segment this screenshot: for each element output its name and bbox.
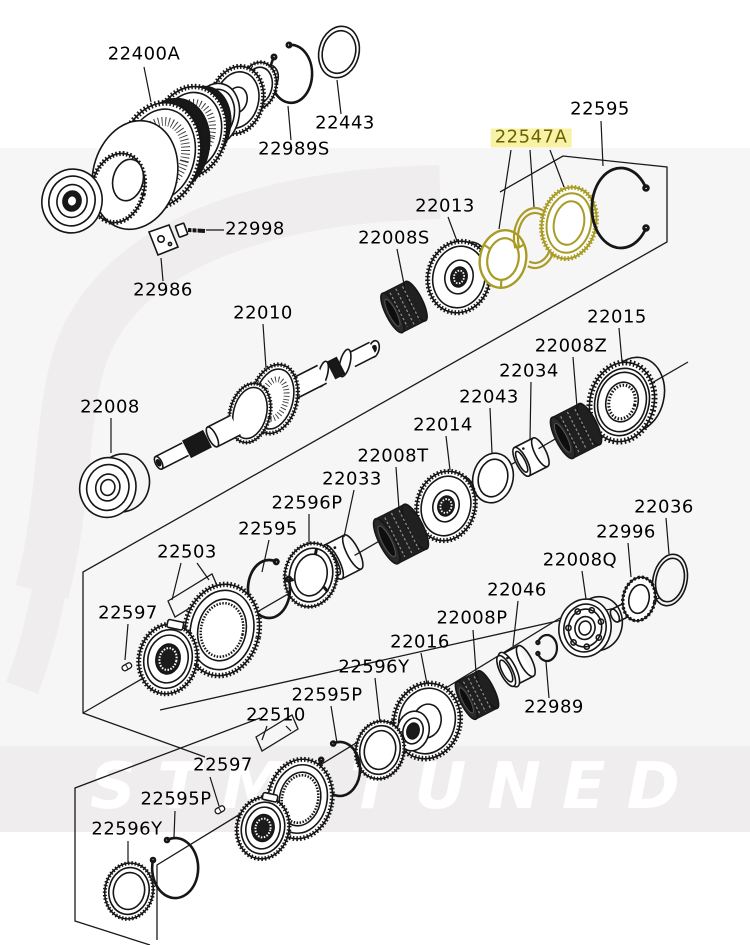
leader-line-22986 [160, 257, 164, 282]
part-22046-bushing [496, 644, 536, 688]
leader-line-22510 [285, 725, 292, 732]
cluster-front-bearing [41, 168, 103, 234]
leader-line-22014 [445, 435, 451, 471]
part-22010-input-shaft [153, 339, 381, 471]
panel-line-bottom [74, 717, 261, 945]
part-22043-washer [471, 452, 515, 504]
leader-line-22596Y [374, 677, 381, 723]
part-22008Z-needle-bearing [549, 402, 603, 460]
part-22008T-needle-bearing [372, 503, 430, 565]
leader-line-22016 [420, 652, 428, 685]
leader-line-22597 [124, 623, 129, 661]
leader-line-22547A [529, 149, 535, 208]
part-22008-ball-bearing [78, 453, 151, 519]
part-22986-stopper-bracket [147, 223, 180, 257]
part-22989-snap-ring [535, 633, 559, 663]
leader-line-22443 [336, 79, 342, 115]
part-22595-snap-ring-top [590, 166, 650, 250]
part-22597-pin-1 [121, 662, 133, 672]
part-22400A-gear-cluster [41, 60, 280, 234]
leader-line-22008S [396, 248, 405, 285]
part-22996-spacer [609, 575, 658, 623]
part-22013-gear [425, 238, 493, 316]
watermark-swoosh [15, 165, 441, 599]
part-22510-synchro-assy [234, 756, 335, 862]
leader-lines [110, 66, 670, 864]
leader-line-22595P [330, 705, 338, 744]
leader-line-22595P [173, 810, 176, 838]
part-22015-gear [586, 356, 666, 445]
leader-line-22595 [261, 539, 270, 573]
parts-art [41, 25, 689, 921]
leader-line-22597 [209, 776, 220, 807]
leader-line-22015 [618, 327, 623, 363]
part-22547A-synchro-ring-1 [478, 229, 528, 289]
leader-line-22046 [512, 600, 519, 647]
shaft-helical-gear-front [227, 381, 273, 445]
leader-line-22989S [287, 105, 292, 141]
leader-line-22996 [627, 542, 632, 578]
part-22008S-needle-bearing [380, 280, 428, 334]
watermark-swoosh-tail [6, 537, 75, 694]
leader-line-22008T [395, 466, 400, 510]
part-22596Y-synchro-ring-1 [353, 719, 407, 781]
part-22596P-synchro-ring [282, 541, 340, 609]
leader-line-22034 [529, 381, 532, 441]
part-22008Q-ball-bearing [558, 595, 624, 658]
leader-line-22010 [262, 323, 267, 369]
part-22008P-needle-bearing [454, 669, 500, 721]
leader-line-22043 [489, 407, 493, 454]
leader-line-22036 [665, 517, 670, 555]
leader-line-22008P [472, 629, 477, 673]
part-22036-ring [651, 553, 689, 607]
part-22016-gear [390, 680, 464, 762]
leader-line-22547A [549, 149, 565, 188]
leader-line-22503 [171, 562, 182, 601]
leader-line-22008Z [572, 356, 578, 408]
leader-line-22503 [196, 562, 210, 581]
part-22595P-snap-ring-2 [149, 836, 200, 900]
leader-line-22013 [447, 216, 458, 242]
part-22014-gear [414, 468, 478, 544]
leader-line-22989 [545, 661, 550, 699]
part-22503-synchro-assy [136, 581, 263, 697]
part-22596Y-synchro-ring-2 [102, 861, 156, 921]
leader-line-22510 [261, 725, 268, 741]
leader-line-22400A [143, 66, 152, 103]
part-22443-snap-ring [317, 25, 361, 79]
leader-line-22595 [600, 120, 604, 167]
part-22998-bolt [174, 222, 206, 238]
flag-22510 [255, 714, 299, 752]
leader-line-22033 [343, 489, 355, 538]
leader-line-22008Q [581, 570, 587, 600]
part-22597-pin-2 [214, 805, 226, 815]
leader-line-22547A [498, 149, 512, 230]
